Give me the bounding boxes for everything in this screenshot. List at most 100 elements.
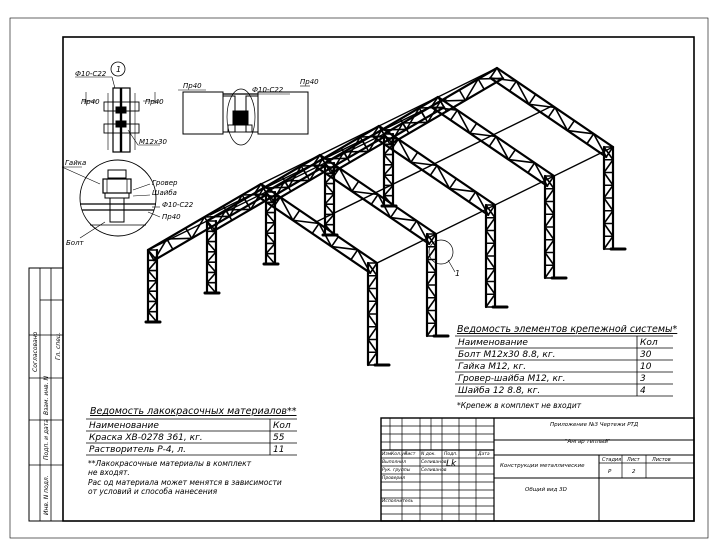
frame-3-rafter-left-diag: [271, 180, 286, 204]
fasteners-row-1-qty: 30: [640, 350, 652, 360]
frame-2-column-right-diag: [426, 322, 437, 337]
frame-2-column-right-diag: [426, 271, 437, 286]
frame-2-rafter-right-strut: [370, 193, 379, 206]
tb-name-1: Селиванов: [421, 459, 447, 465]
detail-beam-plate: Пр40: [183, 82, 202, 90]
frame-5-rafter-right-diag: [566, 129, 595, 135]
frame-3-column-right-diag: [485, 280, 496, 296]
frame-3-rafter-right-strut: [410, 151, 419, 164]
outer-border: [9, 17, 709, 539]
frame-1-column-right-diag: [367, 274, 378, 290]
frame-5-column-right-diag: [603, 184, 614, 199]
frame-5-column-right-diag: [603, 222, 614, 238]
fasteners-row-4-name: Шайба 12 8.8, кг.: [458, 386, 540, 396]
frame-2-column-left-diag: [206, 271, 217, 284]
frame-4-rafter-right-diag: [495, 135, 510, 161]
frame-1-column-right-diag: [367, 325, 378, 341]
side-approved: Согласовано: [32, 331, 39, 372]
frame-5-rafter-right-diag: [515, 80, 530, 106]
paints-row-2-qty: 11: [273, 445, 284, 455]
detail-bolt: М12х30: [139, 138, 168, 146]
frame-2-rafter-right-diag: [312, 164, 341, 169]
frame-1-rafter-left-diag: [228, 194, 243, 218]
frame-5-rafter-right-diag: [528, 103, 556, 109]
tb-col-ndoc: N док.: [421, 451, 436, 457]
frame-1-rafter-right-diag: [253, 193, 282, 198]
frame-4-column-left-diag: [324, 213, 335, 226]
frame-3-rafter-right-diag: [371, 135, 400, 140]
frame-3-rafter-right-strut: [448, 177, 458, 190]
frame-3-rafter-left-strut: [359, 136, 368, 149]
frame-4-column-left-diag: [324, 203, 335, 216]
paints-row-1-qty: 55: [273, 433, 285, 443]
frame-4-rafter-right-diag: [430, 106, 459, 111]
frame-callout: [428, 239, 456, 273]
frame-2-rafter-right-strut: [331, 167, 341, 179]
frame-1-rafter-left-diag: [190, 216, 206, 240]
detail-plate-right: Пр40: [145, 98, 164, 106]
frame-4-rafter-right-strut: [527, 162, 536, 174]
frame-5-column-left-diag: [383, 153, 394, 166]
frame-5-rafter-right-strut: [508, 80, 518, 92]
frame-1-rafter-right-diag: [279, 196, 294, 222]
frame-3-rafter-right-strut: [468, 191, 477, 203]
frame-3-rafter-left-diag: [308, 158, 324, 182]
frame-1-column-left-diag: [147, 259, 158, 272]
frame-2-rafter-right-diag: [338, 167, 353, 193]
tb-role-2: Рук. группы: [382, 467, 411, 473]
frame-1-rafter-left-diag: [153, 238, 168, 262]
frame-2-rafter-left-diag: [225, 208, 252, 211]
frame-3-rafter-right-strut: [487, 204, 496, 216]
tb-sheet-header: Лист: [626, 457, 641, 463]
frame-5-column-right-diag: [603, 171, 614, 187]
frame-3-column-right-diag: [485, 242, 496, 257]
frame-1-column-right-diag: [367, 313, 378, 328]
frame-4-rafter-right-strut: [507, 148, 517, 161]
side-replaced: Взам. инв. N: [43, 376, 50, 415]
frame-5-column-left-diag: [383, 184, 394, 197]
frame-1-column-right-diag: [367, 287, 378, 303]
frame-5-rafter-left-diag: [426, 100, 442, 124]
frame-3-rafter-right-diag: [436, 164, 451, 190]
frame-4-rafter-left-diag: [343, 150, 370, 153]
frame-3-column-left-diag: [265, 232, 276, 245]
purlin-mid: [209, 98, 447, 216]
frame-3-column-left-diag: [265, 252, 276, 265]
frame-2-rafter-left-diag: [212, 209, 227, 233]
tb-col-izm: Изм.: [382, 451, 393, 457]
frame-3-column-left-diag: [265, 222, 276, 234]
frame-1-rafter-left-strut: [184, 227, 193, 240]
detail-rod-top: Ф10-С22: [75, 70, 107, 78]
paints-title: Ведомость лакокрасочных материалов**: [90, 406, 297, 417]
side-inv: Инв. N подл.: [43, 475, 50, 515]
detail-washer: Шайба: [152, 189, 177, 197]
detail-beam-plate2: Пр40: [300, 78, 319, 86]
frame-3-column-left-diag: [265, 211, 276, 224]
frame-1-rafter-right-diag: [318, 222, 333, 248]
frame-2-rafter-right-diag: [389, 216, 418, 222]
detail-bolt-low: Болт: [66, 239, 85, 247]
detail-plate-left: Пр40: [81, 98, 100, 106]
frame-1-rafter-right-strut: [350, 249, 359, 261]
frame-5-column-right-diag: [603, 235, 614, 250]
paints-h-qty: Кол: [273, 421, 291, 431]
frame-2-rafter-right-strut: [409, 220, 418, 232]
tb-sheet: 2: [632, 469, 636, 475]
frame-2-rafter-left-strut: [300, 165, 309, 178]
frame-5-rafter-left-diag: [402, 121, 429, 124]
frame-4-column-right-diag: [544, 213, 555, 228]
frame-1-column-right-diag: [367, 351, 378, 366]
frame-5-rafter-right-strut: [547, 106, 556, 119]
frame-3-column-right-diag: [485, 255, 496, 270]
frame-3-column-right-diag: [485, 267, 496, 283]
frame-4-rafter-right-diag: [456, 109, 471, 135]
frame-2-column-right-diag: [426, 258, 437, 274]
frame-1-column-right-diag: [367, 300, 378, 315]
frame-5-column-right-diag: [603, 146, 614, 161]
frame-2-column-right-diag: [426, 309, 437, 325]
fasteners-h-qty: Кол: [640, 338, 658, 348]
frame-4-rafter-right-strut: [546, 175, 555, 187]
tb-name-doc: Конструкции металлические: [500, 463, 585, 469]
frame-1-column-left-diag: [147, 269, 158, 282]
paints-h-name: Наименование: [89, 421, 159, 431]
